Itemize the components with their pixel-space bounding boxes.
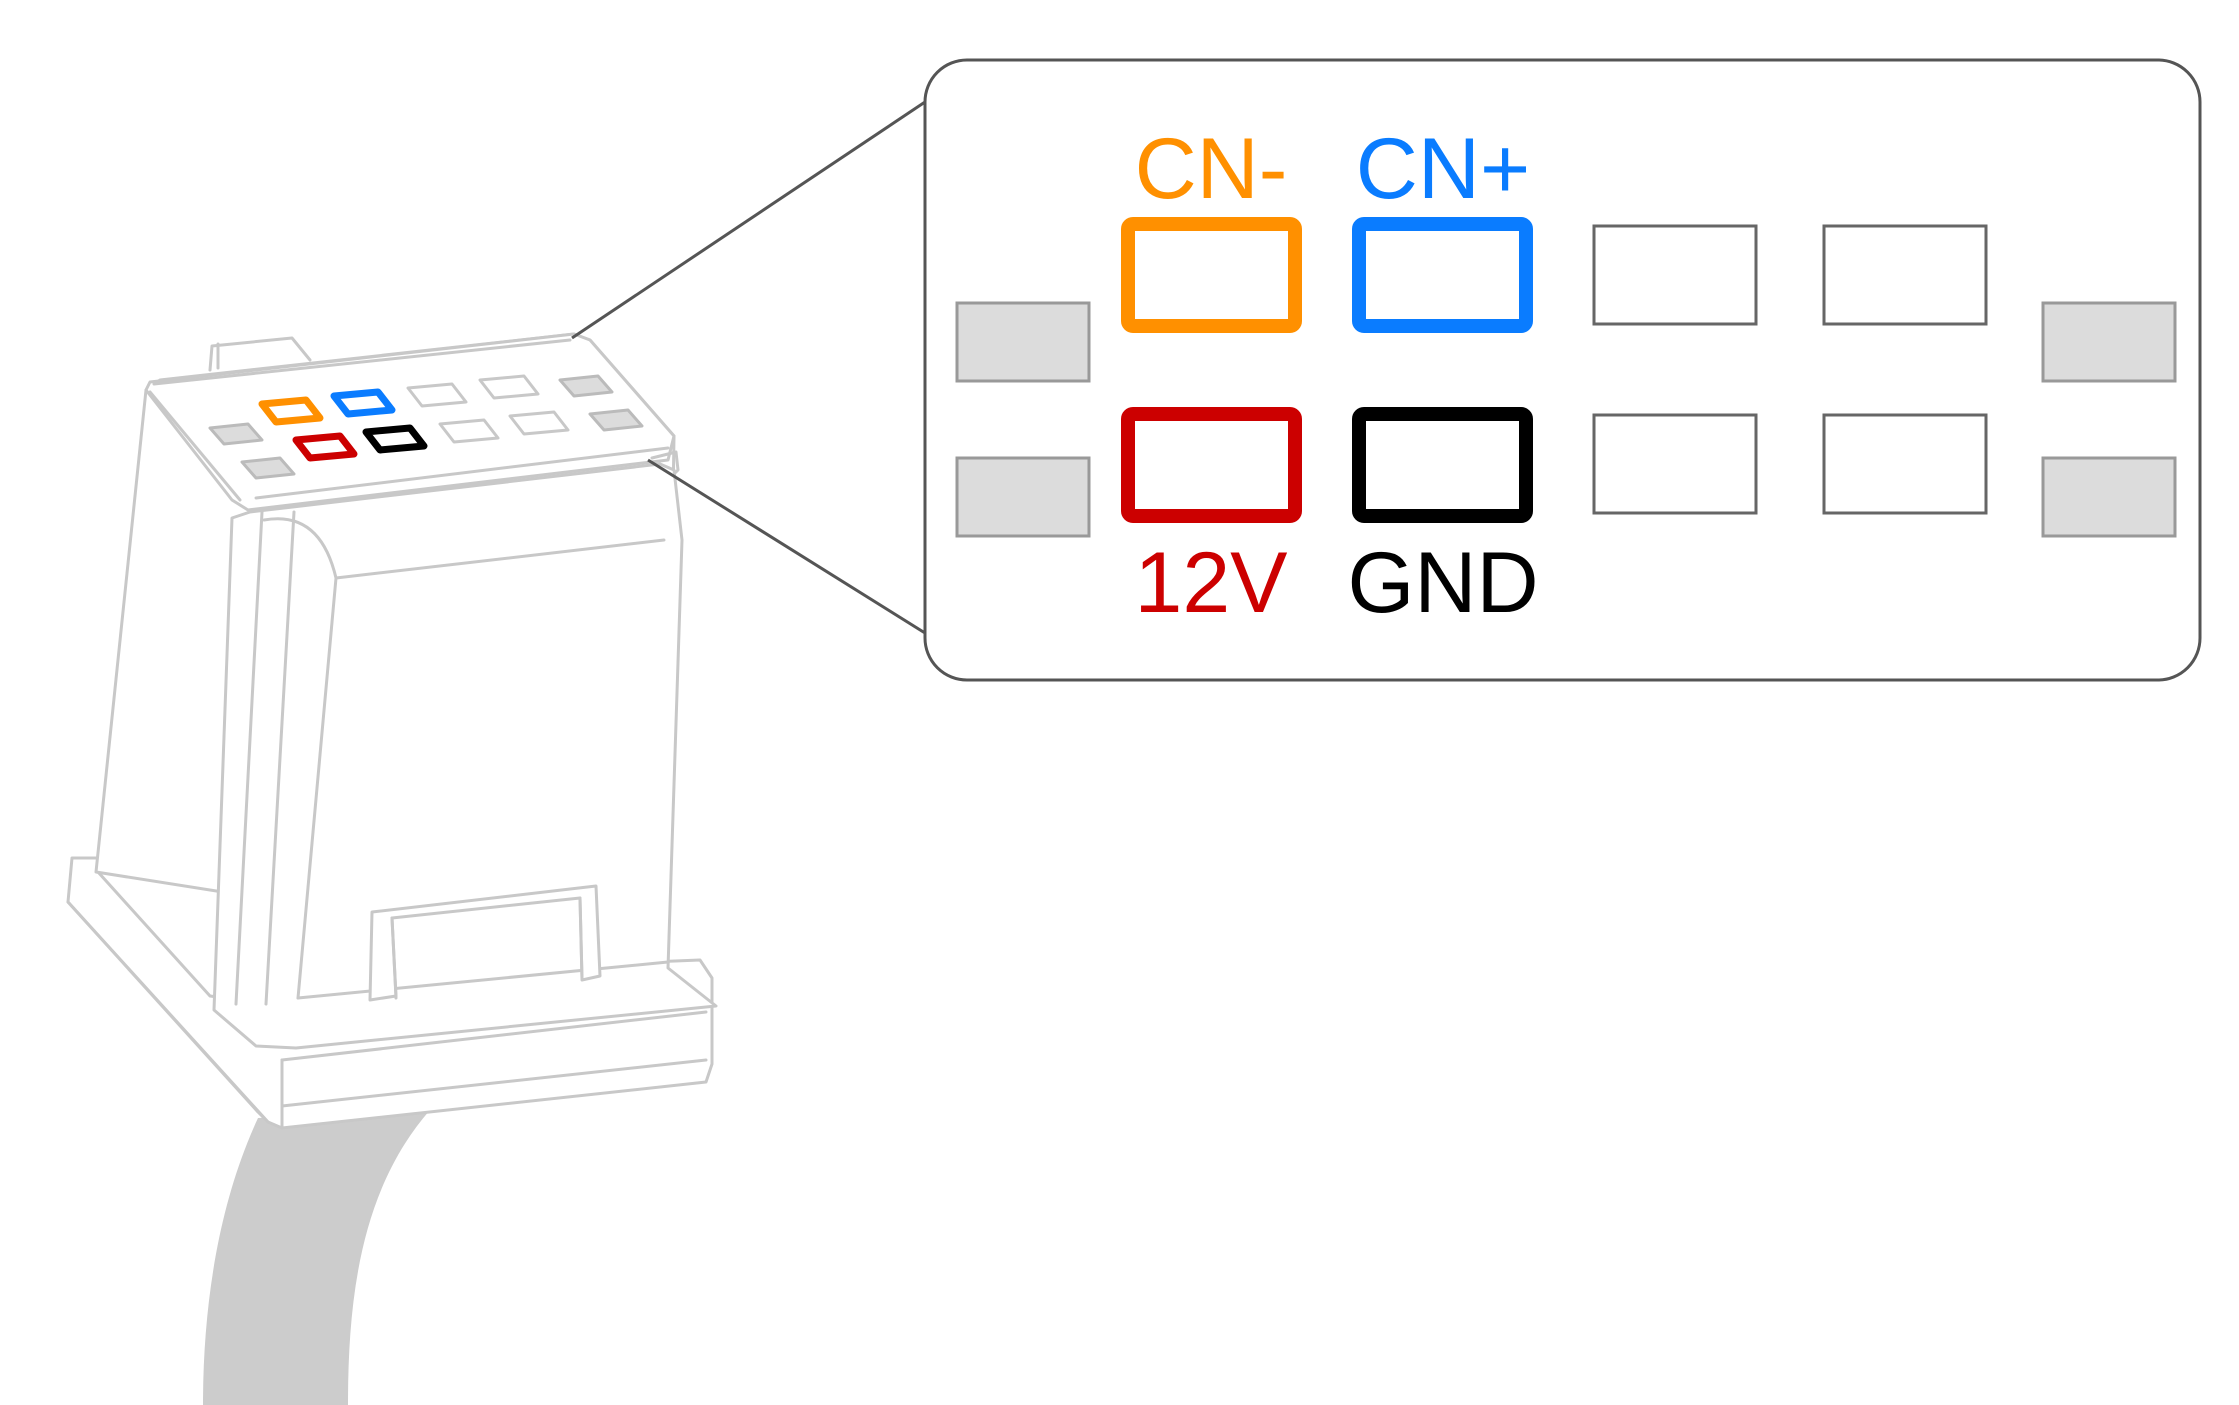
small-key-block xyxy=(588,408,644,432)
key-block-left-bottom xyxy=(955,456,1091,538)
small-pin-gnd xyxy=(362,424,428,454)
pin-unused xyxy=(1592,413,1758,515)
connector-pin-grid xyxy=(208,374,644,480)
pin-unused xyxy=(1822,224,1988,326)
label-12v: 12V xyxy=(1134,535,1287,631)
small-key-block xyxy=(558,374,614,398)
callout-key-blocks xyxy=(955,301,2177,538)
pin-cn-minus xyxy=(1121,217,1302,333)
pin-cn-plus xyxy=(1352,217,1533,333)
key-block-right-bottom xyxy=(2041,456,2177,538)
pin-12v xyxy=(1121,407,1302,523)
small-key-block xyxy=(208,422,264,446)
small-pin-12v xyxy=(292,432,358,462)
label-cn-minus: CN- xyxy=(1135,121,1288,217)
small-pin-unused xyxy=(438,418,500,444)
small-pin-unused xyxy=(508,410,570,436)
callout-leader-lines xyxy=(571,100,926,635)
connector-front-face xyxy=(212,462,718,1050)
unused-pins xyxy=(1592,224,1988,515)
key-block-right-top xyxy=(2041,301,2177,383)
small-key-block xyxy=(240,456,296,480)
connector-illustration xyxy=(66,332,718,1405)
small-pin-unused xyxy=(406,382,468,408)
label-cn-plus: CN+ xyxy=(1356,121,1530,217)
key-block-left-top xyxy=(955,301,1091,383)
small-pin-unused xyxy=(478,374,540,400)
small-pin-cn-minus xyxy=(258,396,324,426)
latch-tab xyxy=(208,336,312,372)
pin-unused xyxy=(1592,224,1758,326)
callout-box xyxy=(923,58,2202,682)
pin-gnd xyxy=(1352,407,1533,523)
pin-unused xyxy=(1822,413,1988,515)
label-gnd: GND xyxy=(1347,535,1538,631)
small-pin-cn-plus xyxy=(330,388,396,418)
ribbon-cable xyxy=(203,1110,430,1405)
